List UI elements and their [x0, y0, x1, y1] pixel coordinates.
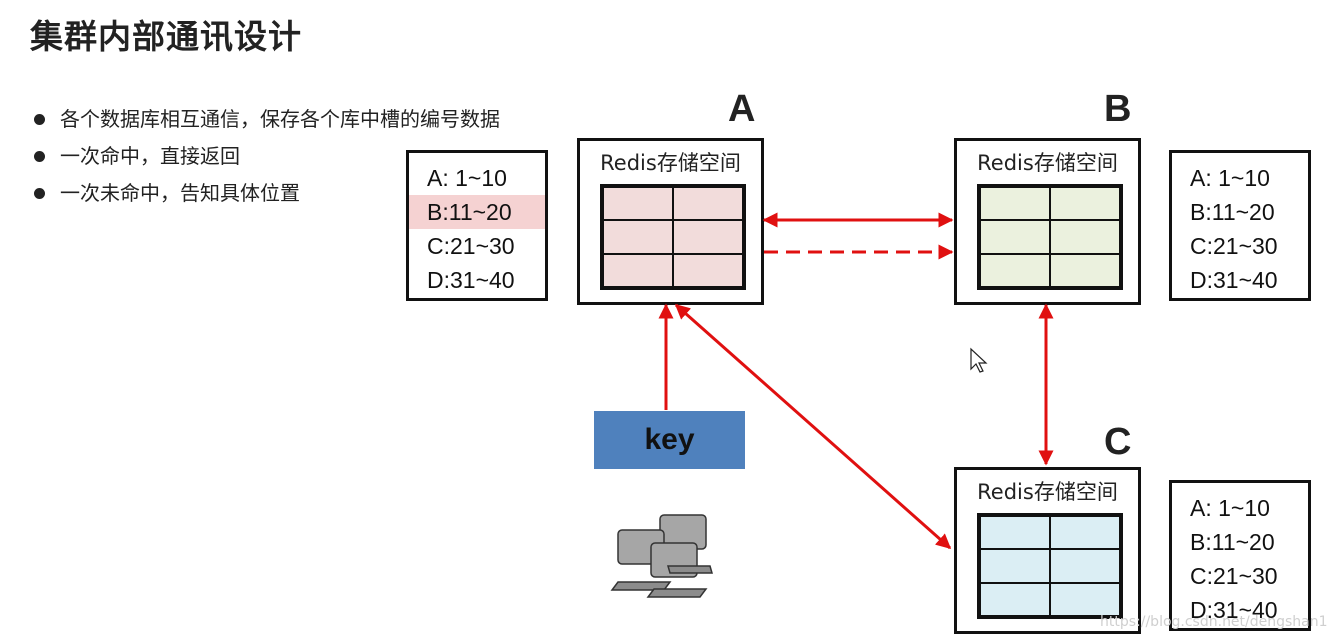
slot-cell [980, 187, 1050, 221]
bullet-list: 各个数据库相互通信，保存各个库中槽的编号数据 一次命中，直接返回 一次未命中，告… [32, 104, 500, 215]
slot-table-row: D:31~40 [427, 267, 515, 293]
bullet-item: 一次未命中，告知具体位置 [32, 178, 500, 215]
slot-table-row: B:11~20 [1190, 199, 1275, 225]
node-c-box: Redis存储空间 [954, 467, 1141, 634]
watermark: https://blog.csdn.net/dengshan1 [1100, 614, 1328, 630]
slot-cell [1050, 549, 1120, 583]
slot-table-b: A: 1~10 B:11~20 C:21~30 D:31~40 [1169, 150, 1311, 301]
bullet-item: 各个数据库相互通信，保存各个库中槽的编号数据 [32, 104, 500, 141]
slot-table-row-highlight: B:11~20 [409, 195, 545, 229]
bullet-item: 一次命中，直接返回 [32, 141, 500, 178]
slot-cell [980, 582, 1050, 616]
slot-table-row: A: 1~10 [1190, 165, 1270, 191]
slot-cell [1050, 582, 1120, 616]
page-title: 集群内部通讯设计 [30, 17, 302, 56]
slot-table-row: C:21~30 [1190, 233, 1278, 259]
slot-cell [1050, 253, 1120, 287]
node-a-box: Redis存储空间 [577, 138, 764, 305]
node-b-letter: B [1104, 88, 1132, 130]
node-a-letter: A [728, 88, 756, 130]
slot-table-row: D:31~40 [1190, 267, 1278, 293]
slot-cell [1050, 187, 1120, 221]
slot-table-c: A: 1~10 B:11~20 C:21~30 D:31~40 [1169, 480, 1311, 631]
slot-table-row: B:11~20 [1190, 529, 1275, 555]
slot-cell [980, 516, 1050, 550]
node-a-slot-grid [600, 184, 746, 290]
node-b-slot-grid [977, 184, 1123, 290]
node-c-label: Redis存储空间 [977, 480, 1118, 504]
node-c-letter: C [1104, 421, 1132, 463]
node-a-label: Redis存储空间 [600, 151, 741, 175]
slot-table-row: A: 1~10 [1190, 495, 1270, 521]
node-b-box: Redis存储空间 [954, 138, 1141, 305]
slot-table-row: C:21~30 [1190, 563, 1278, 589]
slot-table-row: A: 1~10 [427, 165, 507, 191]
slot-cell [673, 187, 743, 221]
slot-cell [603, 187, 673, 221]
slot-cell [980, 253, 1050, 287]
slot-cell [1050, 516, 1120, 550]
slot-cell [980, 220, 1050, 254]
slot-table-row: C:21~30 [427, 233, 515, 259]
arrow-a-c [674, 303, 952, 550]
computer-cluster-icon [610, 514, 713, 598]
slot-cell [980, 549, 1050, 583]
slot-cell [673, 220, 743, 254]
slot-cell [673, 253, 743, 287]
mouse-cursor-icon [970, 347, 988, 373]
node-b-label: Redis存储空间 [977, 151, 1118, 175]
slot-cell [1050, 220, 1120, 254]
slot-cell [603, 220, 673, 254]
slot-table-row: D:31~40 [1190, 597, 1278, 623]
slot-cell [603, 253, 673, 287]
node-c-slot-grid [977, 513, 1123, 619]
slot-table-a: A: 1~10 B:11~20 C:21~30 D:31~40 [406, 150, 548, 301]
